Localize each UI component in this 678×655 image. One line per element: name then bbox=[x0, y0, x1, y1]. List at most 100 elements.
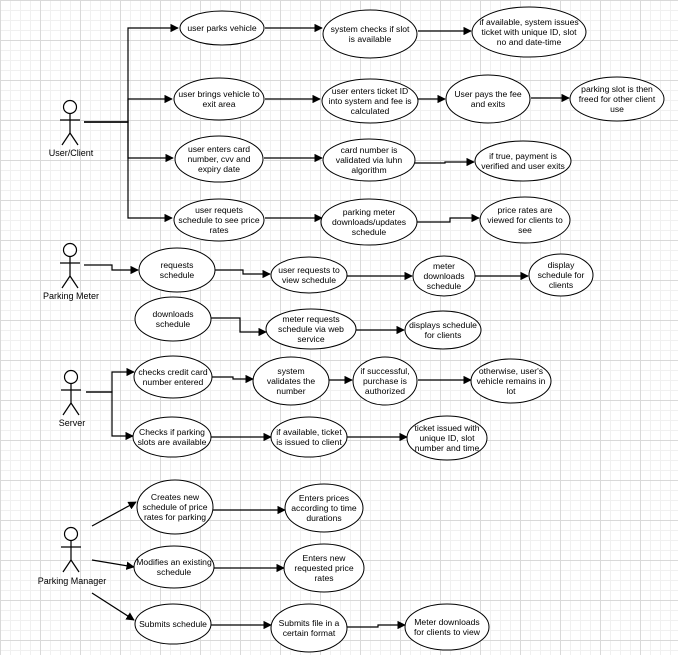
use-case-ellipse bbox=[133, 545, 215, 589]
use-case-label-line: display bbox=[548, 260, 575, 270]
use-case-label-line: vehicle remains in bbox=[477, 376, 546, 386]
association-arrow-20 bbox=[86, 367, 135, 393]
use-case-ellipse bbox=[406, 415, 488, 461]
use-case-label-line: schedule bbox=[157, 567, 192, 577]
actor-server[interactable]: Server bbox=[59, 369, 86, 429]
use-case-p5[interactable]: Submits schedule bbox=[134, 603, 212, 645]
use-case-ellipse bbox=[283, 543, 365, 593]
association-arrow-27 bbox=[91, 501, 137, 527]
actor-manager[interactable]: Parking Manager bbox=[38, 526, 107, 587]
use-case-label-line: rates bbox=[314, 573, 333, 583]
use-case-label-line: viewed for clients to bbox=[487, 215, 563, 225]
association-arrow-29 bbox=[91, 592, 135, 621]
use-case-label-line: number entered bbox=[143, 377, 204, 387]
use-case-label: user parks vehicle bbox=[187, 23, 256, 33]
association-arrow-14 bbox=[84, 264, 139, 275]
use-case-ellipse bbox=[138, 247, 216, 293]
use-case-ellipse bbox=[132, 416, 212, 458]
use-case-label-line: schedule of price bbox=[143, 502, 208, 512]
use-case-ellipse bbox=[174, 135, 264, 183]
use-case-label-line: is available bbox=[349, 34, 392, 44]
use-case-ellipse bbox=[412, 255, 476, 297]
use-case-ellipse bbox=[404, 603, 490, 651]
use-case-label-line: system checks if slot bbox=[331, 24, 410, 34]
use-case-label-line: requests bbox=[161, 260, 194, 270]
association-arrow-21 bbox=[86, 391, 134, 441]
use-case-label-line: schedule bbox=[160, 270, 195, 280]
use-case-ellipse bbox=[479, 196, 571, 244]
use-case-label-line: verified and user exits bbox=[481, 161, 565, 171]
use-case-label-line: price rates are bbox=[498, 205, 553, 215]
use-case-label-line: schedule bbox=[352, 227, 387, 237]
use-case-label-line: Submits schedule bbox=[139, 619, 207, 629]
use-case-label-line: parking slot is then bbox=[581, 84, 653, 94]
use-case-ellipse bbox=[404, 310, 482, 350]
use-case-label-line: displays schedule bbox=[409, 320, 477, 330]
actor-meter[interactable]: Parking Meter bbox=[43, 242, 99, 302]
use-case-label-line: according to time bbox=[291, 503, 357, 513]
use-case-label-line: downloads bbox=[423, 271, 464, 281]
association-arrow-15 bbox=[215, 269, 271, 279]
use-case-label-line: slots are available bbox=[138, 437, 207, 447]
use-case-label-line: for clients bbox=[425, 330, 462, 340]
use-case-label-line: and exits bbox=[471, 99, 505, 109]
use-case-label-line: calculated bbox=[351, 106, 390, 116]
use-case-label-line: user enters ticket ID bbox=[332, 86, 408, 96]
use-case-label-line: exit area bbox=[203, 99, 236, 109]
use-case-u1[interactable]: user parks vehicle bbox=[179, 10, 265, 46]
use-case-label: Submits schedule bbox=[139, 619, 207, 629]
use-case-ellipse bbox=[471, 6, 587, 58]
use-case-label-line: schedule bbox=[156, 319, 191, 329]
association-arrow-18 bbox=[211, 317, 267, 337]
actor-user[interactable]: User/Client bbox=[49, 99, 94, 159]
